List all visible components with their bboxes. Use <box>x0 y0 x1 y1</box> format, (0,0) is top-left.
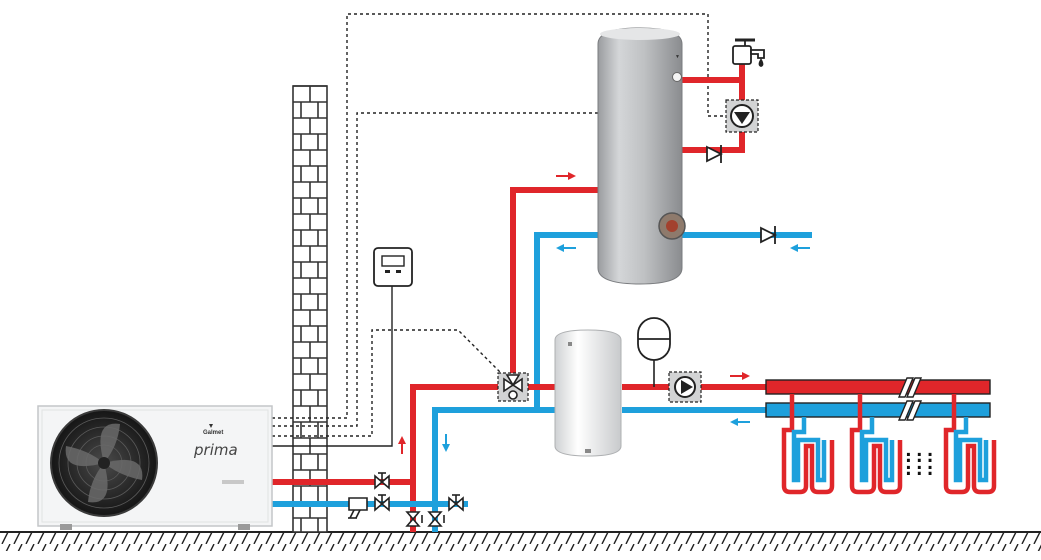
floor-heating-loops <box>781 394 997 495</box>
ground <box>0 531 1041 551</box>
brand-label: Galmet <box>203 430 223 436</box>
control-line-tank-sensor <box>272 112 598 427</box>
flow-arrow-icon <box>730 418 750 426</box>
continuation-marker: ::: <box>903 446 936 467</box>
shutoff-valve-icon <box>448 494 464 512</box>
floor-heating-loop <box>943 394 997 495</box>
thermometer-icon <box>672 72 682 82</box>
shutoff-valve-icon <box>405 511 423 527</box>
pipe-hot-water-outlet <box>680 62 745 83</box>
dhw-storage-tank: ▼ <box>597 27 686 285</box>
control-wiring <box>272 13 726 437</box>
svg-text:▼: ▼ <box>675 54 680 60</box>
flow-arrow-icon <box>556 172 576 180</box>
floor-heating-loop <box>849 394 903 495</box>
shutoff-valve-icon <box>427 511 445 527</box>
room-controller-icon <box>373 247 413 287</box>
expansion-vessel-icon <box>637 317 671 361</box>
circulation-pump-icon <box>668 371 702 403</box>
fan-grille-icon <box>50 409 158 517</box>
heat-pump-outdoor-unit: Galmet prima <box>37 405 273 530</box>
floor-heating-loop <box>781 394 835 495</box>
check-valve-icon <box>760 226 778 244</box>
floor-heating-manifold <box>765 377 991 421</box>
three-way-valve-icon <box>497 372 529 402</box>
flow-arrow-icon <box>398 436 406 454</box>
control-line-three-way-valve <box>272 329 501 437</box>
continuation-marker-row2: ::: <box>903 459 936 480</box>
shutoff-valve-icon <box>374 472 390 490</box>
room-controller-wire <box>272 286 393 447</box>
galmet-logo-icon <box>209 424 213 428</box>
circulation-pump-icon <box>725 99 759 133</box>
flow-arrow-icon <box>442 434 450 452</box>
brick-wall <box>292 85 328 533</box>
flow-arrow-icon <box>790 244 810 252</box>
shutoff-valve-icon <box>374 494 390 512</box>
flow-arrow-icon <box>730 372 750 380</box>
water-tap-icon <box>732 38 765 67</box>
buffer-tank <box>554 329 622 457</box>
model-label: prima <box>193 441 238 459</box>
flow-arrow-icon <box>556 244 576 252</box>
check-valve-icon <box>706 145 724 163</box>
strainer-icon <box>348 497 368 519</box>
control-line-dhw-pump <box>272 13 726 419</box>
